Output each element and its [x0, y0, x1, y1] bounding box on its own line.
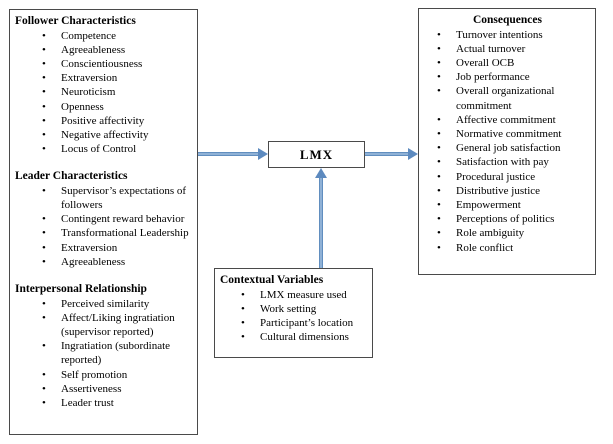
arrow-contextual-to-lmx-head [315, 168, 327, 178]
list-item: Perceptions of politics [437, 212, 592, 226]
list-item: Leader trust [42, 396, 193, 410]
list-item: Role conflict [437, 241, 592, 255]
list-item: LMX measure used [241, 288, 368, 302]
list-item: Overall OCB [437, 56, 592, 70]
list-item: Perceived similarity [42, 297, 193, 311]
arrow-lmx-to-consequences-head [408, 148, 418, 160]
list-item: Extraversion [42, 71, 193, 85]
list-item: Affect/Liking ingratiation (supervisor r… [42, 311, 193, 339]
list-item: Normative commitment [437, 127, 592, 141]
list-item: Competence [42, 29, 193, 43]
contextual-variables-list: LMX measure used Work setting Participan… [220, 288, 368, 345]
arrow-antecedents-to-lmx-line [198, 152, 259, 156]
contextual-variables-box: Contextual Variables LMX measure used Wo… [214, 268, 373, 358]
list-item: Extraversion [42, 241, 193, 255]
list-item: Negative affectivity [42, 128, 193, 142]
interpersonal-relationship-list: Perceived similarity Affect/Liking ingra… [15, 297, 193, 411]
list-item: Ingratiation (subordinate reported) [42, 339, 193, 367]
lmx-label: LMX [299, 146, 334, 162]
list-item: Empowerment [437, 198, 592, 212]
list-item: Transformational Leadership [42, 226, 193, 240]
list-item: Distributive justice [437, 184, 592, 198]
list-item: Conscientiousness [42, 57, 193, 71]
list-item: Participant’s location [241, 316, 368, 330]
list-item: Actual turnover [437, 42, 592, 56]
list-item: Job performance [437, 70, 592, 84]
list-item: Neuroticism [42, 85, 193, 99]
arrow-contextual-to-lmx-line [319, 177, 323, 268]
section-leader-characteristics: Leader Characteristics Supervisor’s expe… [15, 169, 193, 269]
list-item: Openness [42, 100, 193, 114]
list-item: Contingent reward behavior [42, 212, 193, 226]
section-title-contextual-variables: Contextual Variables [220, 274, 324, 286]
list-item: Assertiveness [42, 382, 193, 396]
consequences-box: Consequences Turnover intentions Actual … [418, 8, 596, 275]
antecedents-box: Follower Characteristics Competence Agre… [9, 9, 198, 435]
list-item: Agreeableness [42, 255, 193, 269]
list-item: Procedural justice [437, 170, 592, 184]
leader-characteristics-list: Supervisor’s expectations of followers C… [15, 184, 193, 269]
section-follower-characteristics: Follower Characteristics Competence Agre… [15, 14, 193, 157]
list-item: Work setting [241, 302, 368, 316]
list-item: Positive affectivity [42, 114, 193, 128]
list-item: Cultural dimensions [241, 330, 368, 344]
list-item: Locus of Control [42, 142, 193, 156]
list-item: Turnover intentions [437, 28, 592, 42]
list-item: Self promotion [42, 368, 193, 382]
list-item: Supervisor’s expectations of followers [42, 184, 193, 212]
section-title-interpersonal-relationship: Interpersonal Relationship [15, 283, 147, 296]
consequences-list: Turnover intentions Actual turnover Over… [423, 28, 592, 255]
section-title-follower-characteristics: Follower Characteristics [15, 15, 136, 27]
arrow-lmx-to-consequences-line [365, 152, 409, 156]
list-item: Agreeableness [42, 43, 193, 57]
list-item: Satisfaction with pay [437, 155, 592, 169]
section-title-consequences: Consequences [472, 14, 542, 26]
list-item: Overall organizational commitment [437, 84, 592, 112]
list-item: Affective commitment [437, 113, 592, 127]
list-item: General job satisfaction [437, 141, 592, 155]
section-interpersonal-relationship: Interpersonal Relationship Perceived sim… [15, 282, 193, 410]
follower-characteristics-list: Competence Agreeableness Conscientiousne… [15, 29, 193, 157]
lmx-box: LMX [268, 141, 365, 168]
arrow-antecedents-to-lmx-head [258, 148, 268, 160]
section-title-leader-characteristics: Leader Characteristics [15, 170, 128, 183]
list-item: Role ambiguity [437, 226, 592, 240]
